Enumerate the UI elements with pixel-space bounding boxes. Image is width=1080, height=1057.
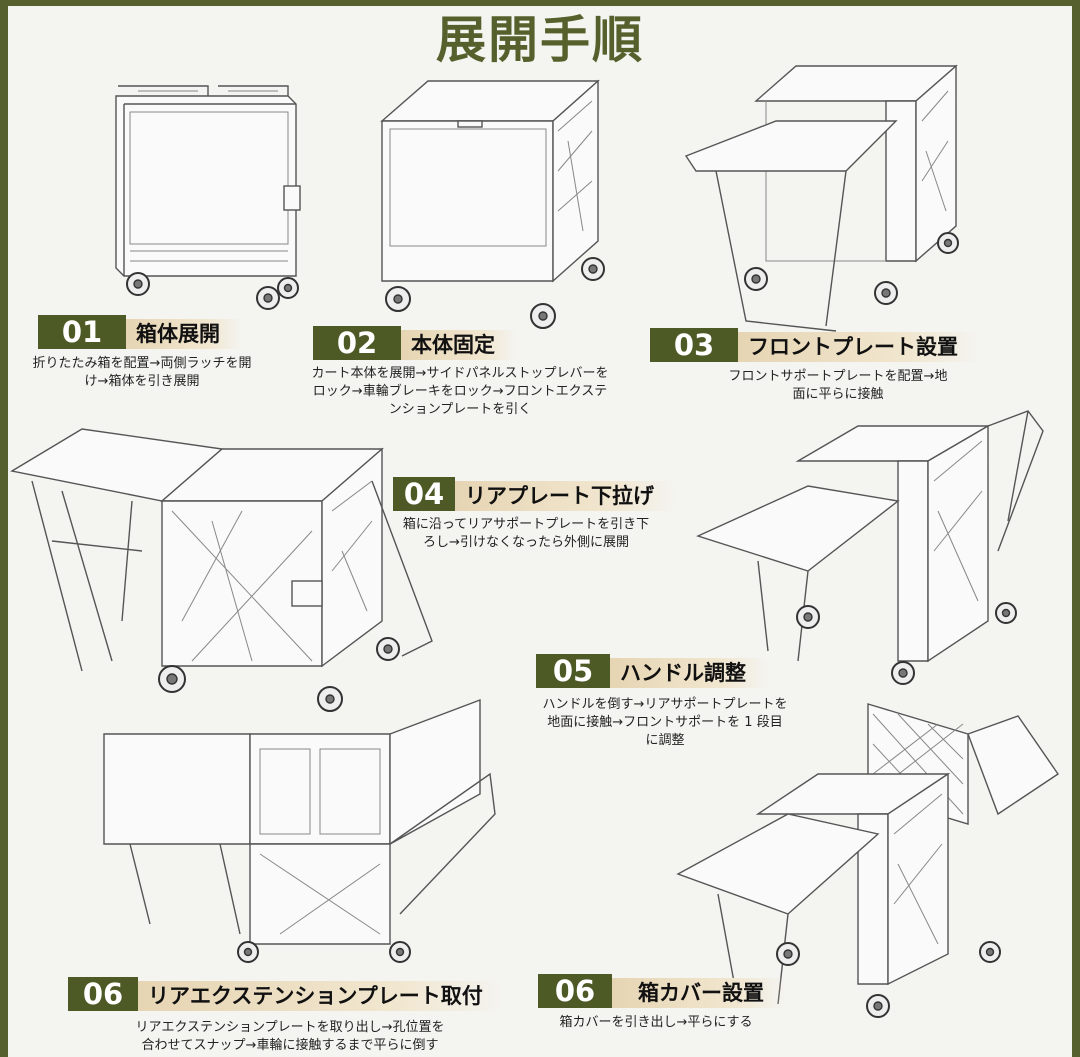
desc-line: フロントサポートプレートを配置→地 — [728, 369, 948, 384]
desc-line: 折りたたみ箱を配置→両側ラッチを開 — [32, 356, 252, 371]
step-name: リアエクステンションプレート取付 — [138, 981, 505, 1011]
folded-cart-illustration — [115, 85, 301, 310]
cart-front-plate-illustration — [684, 64, 959, 332]
step-number: 06 — [538, 974, 612, 1008]
step-04-label: 04 リアプレート下拉げ — [393, 477, 693, 511]
cart-rear-extension-illustration — [103, 698, 496, 963]
step-number: 03 — [650, 328, 738, 362]
step-name: ハンドル調整 — [610, 658, 768, 688]
cart-rear-plate-illustration — [10, 428, 433, 712]
step-05-label: 05 ハンドル調整 — [536, 654, 796, 688]
desc-line: ンションプレートを引く — [388, 402, 532, 417]
step-name: フロントプレート設置 — [738, 332, 980, 362]
desc-line: 面に平らに接触 — [792, 387, 884, 402]
cart-box-cover-illustration — [676, 703, 1059, 1018]
step-03-label: 03 フロントプレート設置 — [650, 328, 990, 362]
desc-line: 箱カバーを引き出し→平らにする — [559, 1015, 753, 1030]
desc-line: ハンドルを倒す→リアサポートプレートを — [542, 697, 788, 712]
step-name: リアプレート下拉げ — [455, 481, 676, 511]
step-name: 本体固定 — [401, 330, 517, 360]
page: 展開手順 — [8, 6, 1072, 1057]
step-01-label: 01 箱体展開 — [38, 315, 268, 349]
desc-line: に調整 — [645, 733, 685, 748]
step-number: 04 — [393, 477, 455, 511]
step-number: 05 — [536, 654, 610, 688]
step-name: 箱体展開 — [126, 319, 242, 349]
desc-line: 合わせてスナップ→車輪に接触するまで平らに倒す — [141, 1038, 439, 1053]
step-02-description: カート本体を展開→サイドパネルストップレバーを ロック→車輪ブレーキをロック→フ… — [290, 365, 630, 419]
cart-handle-adjust-illustration — [696, 410, 1044, 685]
step-06-rear-extension-description: リアエクステンションプレートを取り出し→孔位置を 合わせてスナップ→車輪に接触す… — [100, 1019, 480, 1055]
step-05-description: ハンドルを倒す→リアサポートプレートを 地面に接触→フロントサポートを 1 段目… — [520, 696, 810, 750]
step-06-rear-extension-label: 06 リアエクステンションプレート取付 — [68, 977, 505, 1011]
step-01-description: 折りたたみ箱を配置→両側ラッチを開 け→箱体を引き展開 — [22, 355, 262, 391]
step-03-description: フロントサポートプレートを配置→地 面に平らに接触 — [698, 368, 978, 404]
step-name: 箱カバー設置 — [612, 978, 786, 1008]
desc-line: 地面に接触→フロントサポートを 1 段目 — [547, 715, 783, 730]
desc-line: ろし→引けなくなったら外側に展開 — [423, 535, 629, 550]
step-06-box-cover-description: 箱カバーを引き出し→平らにする — [536, 1014, 776, 1032]
cart-with-lid-illustration — [380, 79, 605, 329]
desc-line: ロック→車輪ブレーキをロック→フロントエクステ — [312, 384, 608, 399]
step-number: 06 — [68, 977, 138, 1011]
desc-line: カート本体を展開→サイドパネルストップレバーを — [311, 366, 609, 381]
desc-line: リアエクステンションプレートを取り出し→孔位置を — [135, 1020, 445, 1035]
step-04-description: 箱に沿ってリアサポートプレートを引き下 ろし→引けなくなったら外側に展開 — [376, 516, 676, 552]
step-number: 01 — [38, 315, 126, 349]
step-02-label: 02 本体固定 — [313, 326, 543, 360]
step-number: 02 — [313, 326, 401, 360]
page-title: 展開手順 — [436, 11, 644, 69]
desc-line: 箱に沿ってリアサポートプレートを引き下 — [402, 517, 650, 532]
desc-line: け→箱体を引き展開 — [84, 374, 200, 389]
step-06-box-cover-label: 06 箱カバー設置 — [538, 974, 808, 1008]
